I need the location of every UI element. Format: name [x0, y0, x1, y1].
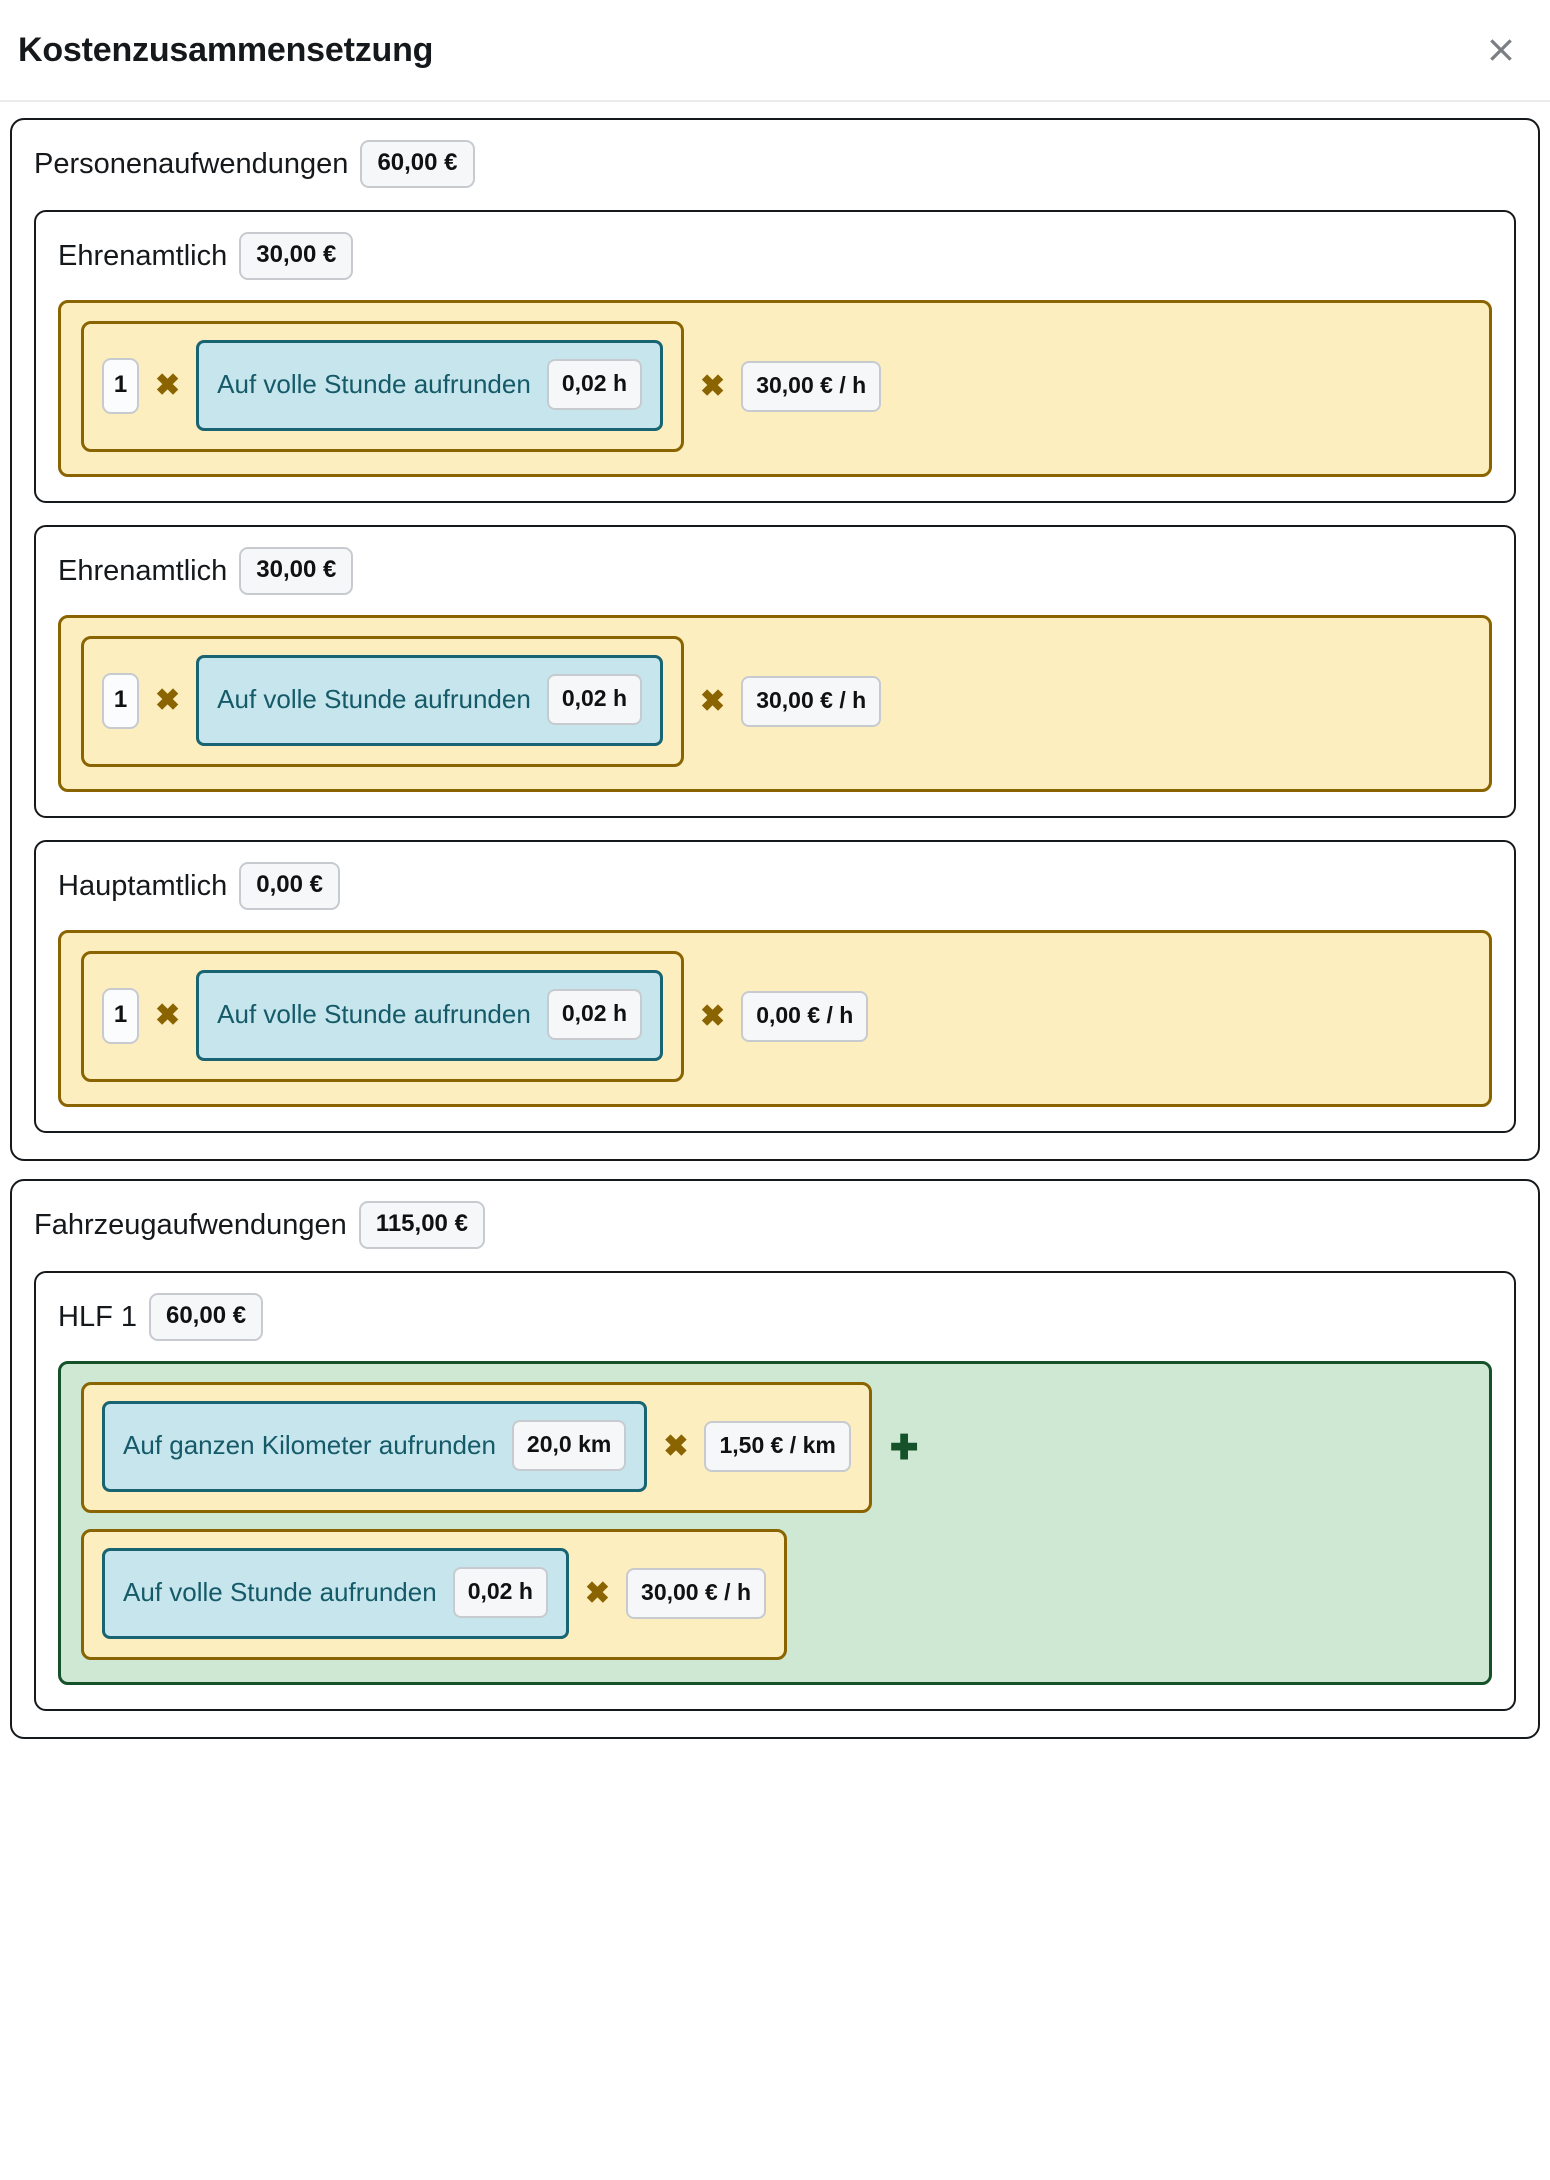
close-icon [1486, 35, 1516, 65]
formula-outer-box: 1 ✖ Auf volle Stunde aufrunden 0,02 h ✖ … [58, 930, 1492, 1107]
sub-label: Ehrenamtlich [58, 239, 228, 272]
formula-inner-box: Auf ganzen Kilometer aufrunden 20,0 km ✖… [81, 1382, 872, 1513]
sub-card-ehrenamtlich-1: Ehrenamtlich 30,00 € 1 ✖ Auf volle Stund… [34, 210, 1516, 503]
sub-card-hlf-1: HLF 1 60,00 € Auf ganzen Kilometer aufru… [34, 1271, 1516, 1711]
sub-label: Ehrenamtlich [58, 554, 228, 587]
sub-label: HLF 1 [58, 1300, 137, 1333]
page-title: Kostenzusammensetzung [18, 30, 434, 69]
formula-inner-box: 1 ✖ Auf volle Stunde aufrunden 0,02 h [81, 321, 685, 452]
sub-header: Ehrenamtlich 30,00 € [58, 547, 1492, 595]
rounding-label: Auf ganzen Kilometer aufrunden [123, 1430, 496, 1460]
multiply-icon: ✖ [663, 1429, 689, 1463]
group-total-badge: 60,00 € [360, 140, 475, 188]
rounding-box: Auf volle Stunde aufrunden 0,02 h [102, 1548, 569, 1639]
group-header-vehicle: Fahrzeugaufwendungen 115,00 € [34, 1201, 1516, 1249]
sub-total-badge: 60,00 € [148, 1293, 264, 1341]
sub-total-badge: 30,00 € [239, 232, 354, 280]
sub-total-badge: 0,00 € [239, 862, 340, 910]
rounding-label: Auf volle Stunde aufrunden [217, 999, 531, 1029]
rounding-label: Auf volle Stunde aufrunden [123, 1577, 437, 1607]
formula-inner-box: 1 ✖ Auf volle Stunde aufrunden 0,02 h [81, 951, 685, 1082]
group-label: Fahrzeugaufwendungen [34, 1208, 347, 1241]
rounding-value-badge: 0,02 h [546, 989, 643, 1040]
rounding-box: Auf volle Stunde aufrunden 0,02 h [196, 340, 664, 431]
quantity-badge: 1 [102, 987, 139, 1044]
formula-inner-box: Auf volle Stunde aufrunden 0,02 h ✖ 30,0… [81, 1529, 788, 1660]
vehicle-term-row-2: Auf volle Stunde aufrunden 0,02 h ✖ 30,0… [81, 1529, 788, 1660]
sub-header: HLF 1 60,00 € [58, 1293, 1492, 1341]
rounding-value-badge: 0,02 h [546, 359, 643, 410]
vehicle-term-row-1: Auf ganzen Kilometer aufrunden 20,0 km ✖… [81, 1382, 918, 1513]
rate-badge: 1,50 € / km [704, 1421, 851, 1472]
formula-outer-box: 1 ✖ Auf volle Stunde aufrunden 0,02 h ✖ … [58, 300, 1492, 477]
rounding-value-badge: 0,02 h [546, 674, 643, 725]
sub-header: Hauptamtlich 0,00 € [58, 862, 1492, 910]
multiply-icon: ✖ [155, 683, 181, 717]
rounding-label: Auf volle Stunde aufrunden [217, 369, 531, 399]
sub-header: Ehrenamtlich 30,00 € [58, 232, 1492, 280]
group-label: Personenaufwendungen [34, 147, 349, 180]
rate-group: ✖ 30,00 € / h [700, 361, 882, 412]
rate-badge: 0,00 € / h [741, 991, 869, 1042]
rounding-label: Auf volle Stunde aufrunden [217, 684, 531, 714]
modal-body: Personenaufwendungen 60,00 € Ehrenamtlic… [0, 102, 1550, 1739]
quantity-badge: 1 [102, 357, 139, 414]
group-header-personnel: Personenaufwendungen 60,00 € [34, 140, 1516, 188]
close-button[interactable] [1478, 27, 1524, 73]
rate-badge: 30,00 € / h [741, 676, 882, 727]
multiply-icon: ✖ [700, 999, 726, 1033]
group-card-personnel: Personenaufwendungen 60,00 € Ehrenamtlic… [10, 118, 1540, 1161]
sub-card-hauptamtlich: Hauptamtlich 0,00 € 1 ✖ Auf volle Stunde… [34, 840, 1516, 1133]
vehicle-formula-box: Auf ganzen Kilometer aufrunden 20,0 km ✖… [58, 1361, 1492, 1685]
formula-outer-box: 1 ✖ Auf volle Stunde aufrunden 0,02 h ✖ … [58, 615, 1492, 792]
rate-badge: 30,00 € / h [626, 1568, 767, 1619]
rounding-value-badge: 20,0 km [511, 1420, 627, 1471]
rounding-value-badge: 0,02 h [452, 1567, 548, 1618]
sub-total-badge: 30,00 € [239, 547, 354, 595]
sub-card-ehrenamtlich-2: Ehrenamtlich 30,00 € 1 ✖ Auf volle Stund… [34, 525, 1516, 818]
modal-header: Kostenzusammensetzung [0, 0, 1550, 102]
formula-inner-box: 1 ✖ Auf volle Stunde aufrunden 0,02 h [81, 636, 685, 767]
multiply-icon: ✖ [700, 369, 726, 403]
plus-icon: ✚ [889, 1428, 919, 1467]
group-card-vehicle: Fahrzeugaufwendungen 115,00 € HLF 1 60,0… [10, 1179, 1540, 1739]
group-total-badge: 115,00 € [358, 1201, 485, 1249]
multiply-icon: ✖ [155, 998, 181, 1032]
multiply-icon: ✖ [155, 368, 181, 402]
rate-group: ✖ 30,00 € / h [700, 676, 882, 727]
multiply-icon: ✖ [700, 684, 726, 718]
rounding-box: Auf ganzen Kilometer aufrunden 20,0 km [102, 1401, 648, 1492]
rounding-box: Auf volle Stunde aufrunden 0,02 h [196, 655, 664, 746]
rate-badge: 30,00 € / h [741, 361, 882, 412]
rounding-box: Auf volle Stunde aufrunden 0,02 h [196, 970, 664, 1061]
rate-group: ✖ 0,00 € / h [700, 991, 869, 1042]
multiply-icon: ✖ [584, 1576, 611, 1610]
sub-label: Hauptamtlich [58, 869, 228, 902]
quantity-badge: 1 [102, 672, 139, 729]
